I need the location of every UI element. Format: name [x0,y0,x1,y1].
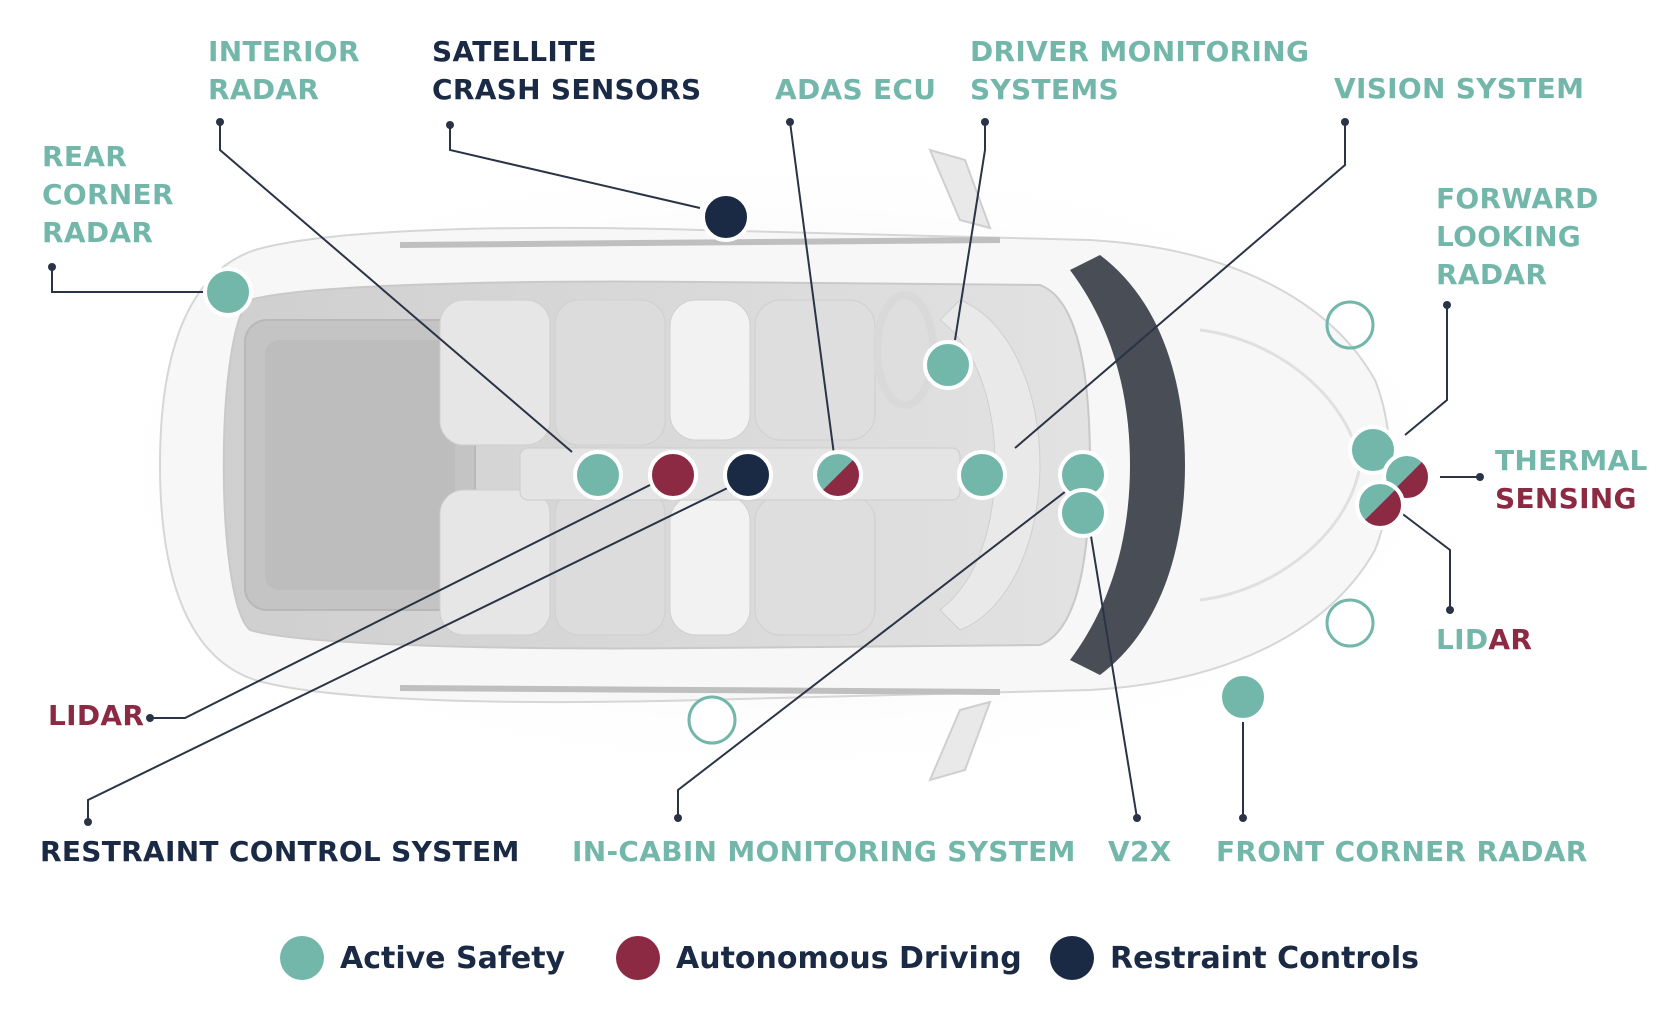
legend-item-restraint-controls: Restraint Controls [1050,936,1419,980]
label-interior-radar-line1: INTERIOR [208,35,360,68]
label-forward-line3: RADAR [1436,258,1548,291]
label-lidar-left: LIDAR [48,697,144,735]
label-lidar-right: LIDAR [1436,621,1532,659]
marker-restraint-control [723,450,773,500]
marker-satellite-crash-sensor [701,192,751,242]
marker-lidar-front [1355,480,1405,530]
legend-dot-active-safety [280,936,324,980]
label-driver-monitoring-line1: DRIVER MONITORING [970,35,1310,68]
leader-forward-looking-radar [1404,305,1448,436]
leader-in-cabin [677,477,1084,818]
legend-label-autonomous-driving: Autonomous Driving [676,940,1022,976]
label-driver-monitoring-line2: SYSTEMS [970,73,1119,106]
legend-item-autonomous-driving: Autonomous Driving [616,936,1022,980]
label-satellite-crash-sensors: SATELLITE CRASH SENSORS [432,33,701,109]
leader-adas-ecu [789,121,836,463]
leader-vision-system [1014,122,1346,449]
label-lidar-right-part1: LID [1436,623,1489,656]
legend-dot-restraint-controls [1050,936,1094,980]
marker-driver-monitoring [923,340,973,390]
label-rear-corner-line1: REAR [42,140,128,173]
label-satellite-line1: SATELLITE [432,35,597,68]
marker-forward-radar-lower [1325,598,1375,648]
label-thermal-sensing: THERMAL SENSING [1495,442,1648,518]
marker-v2x-bottom [1058,488,1108,538]
leader-interior-radar [219,122,573,453]
marker-in-cabin-camera [687,695,737,745]
marker-front-corner-radar [1218,672,1268,722]
label-lidar-left-part2: AR [100,699,145,732]
label-thermal-line1: THERMAL [1495,444,1648,477]
label-restraint-control-system: RESTRAINT CONTROL SYSTEM [40,835,520,868]
label-forward-line2: LOOKING [1436,220,1582,253]
leader-lines [51,121,1480,822]
label-interior-radar: INTERIOR RADAR [208,33,360,109]
marker-rear-corner-radar [203,267,253,317]
leader-lidar-right [1399,511,1451,610]
leader-restraint-control [87,477,749,822]
marker-adas-ecu [813,450,863,500]
label-rear-corner-line3: RADAR [42,216,154,249]
label-thermal-line2: SENSING [1495,482,1637,515]
label-in-cabin-monitoring-system: IN-CABIN MONITORING SYSTEM [572,835,1076,868]
label-interior-radar-line2: RADAR [208,73,320,106]
legend-item-active-safety: Active Safety [280,936,565,980]
label-front-corner-radar: FRONT CORNER RADAR [1216,835,1588,868]
sensor-markers [203,192,1432,745]
legend-dot-autonomous-driving [616,936,660,980]
car-illustration [60,135,1500,795]
leader-endpoints [48,118,1484,826]
legend-label-active-safety: Active Safety [340,940,566,976]
marker-lidar-center [648,450,698,500]
marker-vision-system [957,450,1007,500]
legend-label-restraint-controls: Restraint Controls [1110,940,1419,976]
marker-thermal-sensing [1382,452,1432,502]
label-rear-corner-radar: REAR CORNER RADAR [42,138,174,252]
marker-interior-radar [573,450,623,500]
leader-driver-monitoring [954,122,986,341]
label-v2x: V2X [1108,835,1172,868]
marker-forward-radar-upper [1325,300,1375,350]
label-driver-monitoring-systems: DRIVER MONITORING SYSTEMS [970,33,1309,109]
marker-forward-looking-radar [1348,425,1398,475]
leader-lidar-left [150,474,671,719]
label-adas-ecu: ADAS ECU [775,73,937,106]
leader-satellite-crash-sensors [449,125,701,209]
leader-rear-corner-radar [51,267,225,293]
label-rear-corner-line2: CORNER [42,178,174,211]
label-satellite-line2: CRASH SENSORS [432,73,702,106]
label-lidar-right-part2: AR [1488,623,1533,656]
label-vision-system: VISION SYSTEM [1334,72,1585,105]
label-forward-line1: FORWARD [1436,182,1599,215]
label-forward-looking-radar: FORWARD LOOKING RADAR [1436,180,1599,294]
label-lidar-left-part1: LID [48,699,101,732]
leader-v2x [1089,529,1138,819]
